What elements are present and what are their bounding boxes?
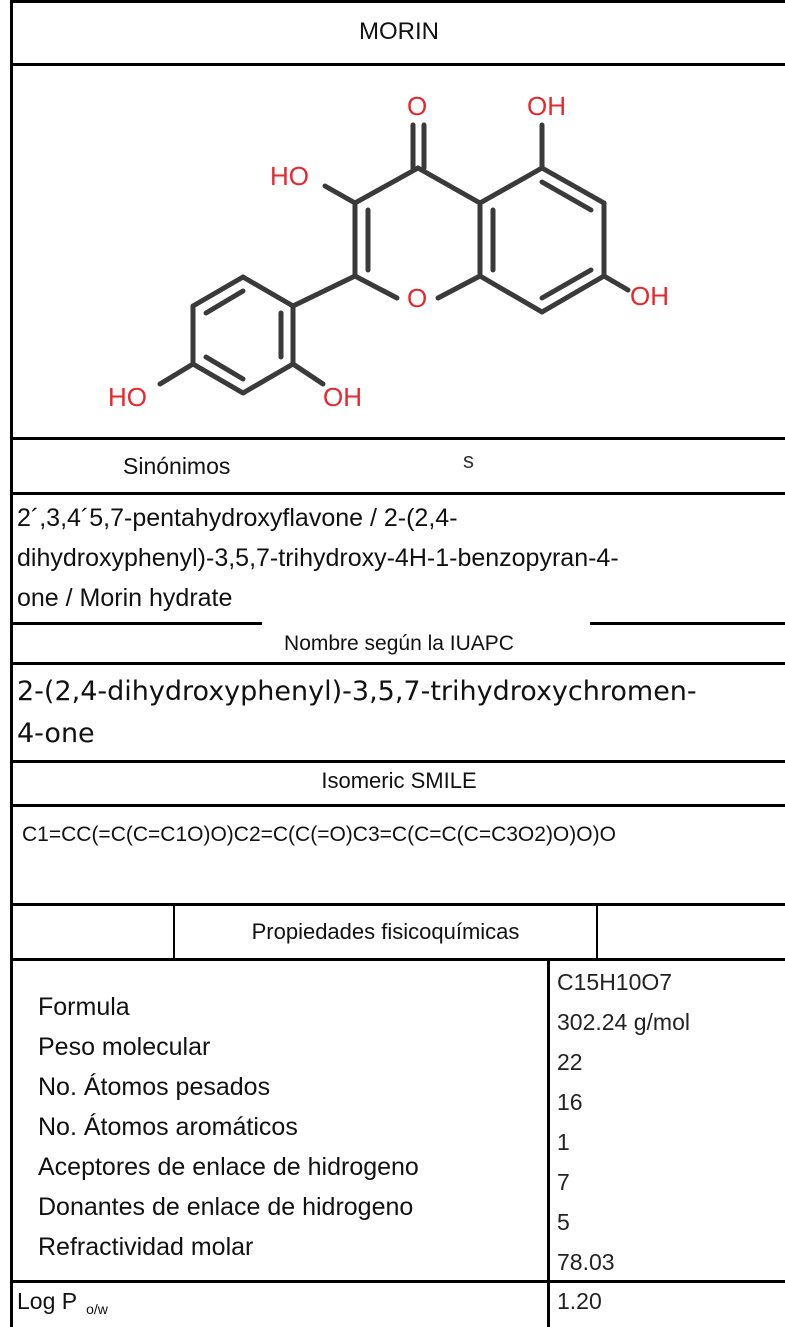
props-column-divider — [547, 958, 550, 1327]
prop-value: 302.24 g/mol — [557, 1009, 690, 1035]
label-oh-5: OH — [527, 91, 566, 121]
iupac-line-1: 2-(2,4-dihydroxyphenyl)-3,5,7-trihydroxy… — [17, 676, 697, 707]
divider-iupac-bottom — [10, 662, 785, 665]
divider-iupac-top-right — [590, 622, 785, 625]
synonyms-underlay-text: s — [463, 448, 474, 473]
prop-value: 1 — [557, 1129, 570, 1155]
props-values: C15H10O7 302.24 g/mol 22 16 1 7 5 78.03 — [557, 962, 690, 1282]
divider-synonyms-top — [10, 437, 785, 440]
prop-label: Peso molecular — [38, 1033, 211, 1061]
smiles-value: C1=CC(=C(C=C1O)O)C2=C(C(=O)C3=C(C=C(C=C3… — [22, 823, 616, 846]
synonyms-line-1: 2´,3,4´5,7-pentahydroxyflavone / 2-(2,4- — [17, 504, 458, 532]
props-labels: Formula Peso molecular No. Átomos pesado… — [38, 987, 419, 1267]
prop-label: Formula — [38, 993, 130, 1021]
divider-synonyms-bottom — [10, 492, 785, 495]
label-ho-4prime: HO — [108, 382, 147, 412]
divider-props-top — [10, 903, 785, 906]
logp-label: Log P o/w — [17, 1288, 108, 1317]
prop-label: Donantes de enlace de hidrogeno — [38, 1193, 414, 1221]
label-o-ring: O — [407, 283, 427, 313]
synonyms-header: Sinónimos — [123, 453, 231, 479]
prop-label: No. Átomos pesados — [38, 1073, 271, 1101]
morin-structure: O OH HO O OH HO OH — [108, 91, 669, 412]
divider-logp-top — [10, 1280, 785, 1283]
prop-label: No. Átomos aromáticos — [38, 1113, 298, 1141]
synonyms-line-2: dihydroxyphenyl)-3,5,7-trihydroxy-4H-1-b… — [17, 544, 619, 572]
prop-value: 5 — [557, 1209, 570, 1235]
label-oh-7: OH — [630, 281, 669, 311]
props-header-left-edge — [173, 903, 175, 960]
divider-props-bottom — [10, 958, 785, 961]
prop-value: 78.03 — [557, 1249, 615, 1275]
synonyms-header-box — [103, 440, 460, 492]
prop-value: 16 — [557, 1089, 583, 1115]
divider-smiles-top — [10, 760, 785, 763]
prop-label: Refractividad molar — [38, 1233, 254, 1261]
logp-subscript: o/w — [86, 1301, 108, 1317]
logp-value: 1.20 — [557, 1288, 602, 1314]
prop-value: 7 — [557, 1169, 570, 1195]
iupac-line-2: 4-one — [17, 718, 95, 749]
divider-smiles-bottom — [10, 804, 785, 807]
synonyms-line-3: one / Morin hydrate — [17, 584, 233, 612]
label-o-carbonyl: O — [407, 91, 427, 121]
label-oh-2prime: OH — [323, 382, 362, 412]
props-header-right-edge — [596, 903, 598, 960]
divider-title — [10, 63, 785, 66]
prop-value: C15H10O7 — [557, 969, 673, 995]
logp-label-text: Log P — [17, 1288, 77, 1314]
title: MORIN — [359, 18, 439, 45]
smiles-header: Isomeric SMILE — [321, 768, 477, 793]
divider-iupac-top-left — [10, 622, 262, 625]
iupac-header: Nombre según la IUAPC — [284, 632, 514, 655]
top-border — [10, 0, 785, 3]
prop-value: 22 — [557, 1049, 583, 1075]
prop-label: Aceptores de enlace de hidrogeno — [38, 1153, 419, 1181]
props-header: Propiedades fisicoquímicas — [251, 919, 520, 944]
label-ho-3: HO — [270, 161, 309, 191]
